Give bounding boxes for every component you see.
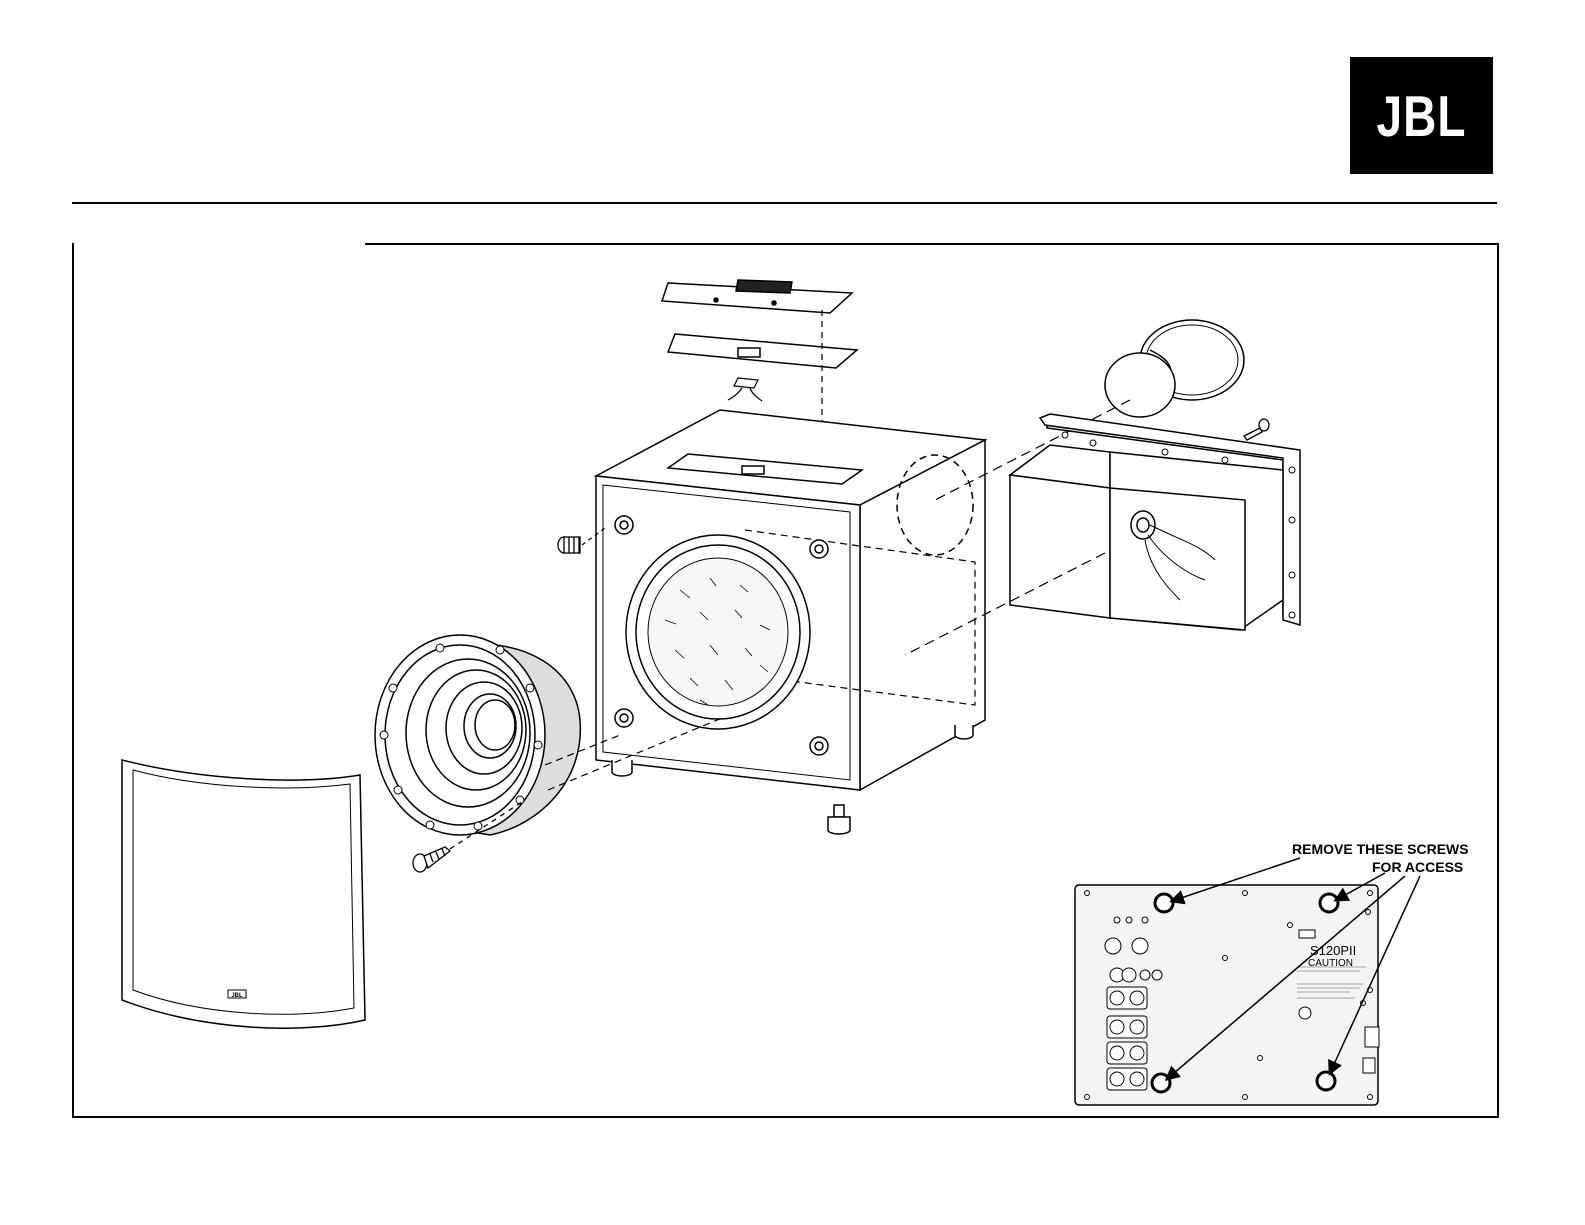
top-badge-plate <box>662 280 852 313</box>
rear-panel-inset <box>1075 885 1379 1105</box>
callout-line-2: FOR ACCESS <box>1372 859 1463 875</box>
woofer-driver <box>375 635 580 835</box>
rear-panel-caution: CAUTION <box>1308 958 1353 969</box>
grille-badge: JBL <box>231 993 243 999</box>
woofer-cutout <box>626 535 810 729</box>
led-connector <box>728 378 762 401</box>
mounting-screw <box>1244 419 1269 440</box>
speaker-grille <box>122 760 365 1028</box>
gasket-plate <box>668 334 857 368</box>
amplifier-module <box>1010 414 1300 630</box>
callout-line-1: REMOVE THESE SCREWS <box>1292 841 1469 857</box>
